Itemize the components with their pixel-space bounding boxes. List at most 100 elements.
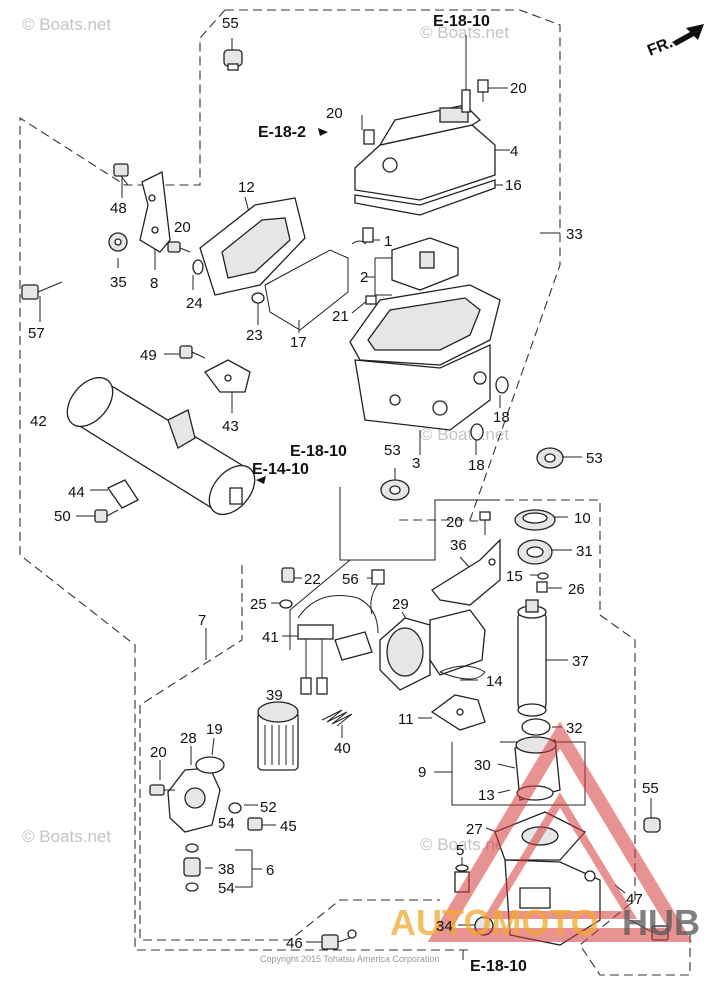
part-57-bolt	[21, 281, 63, 300]
reference-e-14-10: E-14-10	[252, 461, 309, 478]
part-29-regulator	[379, 609, 486, 691]
callout-c8: 8	[150, 275, 158, 292]
part-10-cap	[514, 509, 556, 531]
callout-c2: 2	[360, 269, 368, 286]
part-26-bushing	[536, 581, 548, 593]
front-direction-indicator: FR.	[645, 24, 704, 60]
callout-c29: 29	[392, 596, 409, 613]
part-56-connector	[370, 569, 385, 615]
bracket-lines	[235, 257, 586, 888]
callout-c20a: 20	[510, 80, 527, 97]
callout-c30: 30	[474, 757, 491, 774]
reference-arrow-icon-2	[256, 476, 266, 484]
callout-c53b: 53	[586, 450, 603, 467]
part-2-sensor	[391, 237, 459, 291]
part-1-clip	[351, 227, 374, 245]
callout-c17: 17	[290, 334, 307, 351]
callout-c18a: 18	[493, 409, 510, 426]
part-42-cylinder	[66, 376, 256, 516]
callout-c18b: 18	[468, 457, 485, 474]
callout-c34: 34	[436, 918, 453, 935]
part-25-washer	[279, 599, 293, 609]
part-37-pump	[517, 599, 547, 717]
callout-c22: 22	[304, 571, 321, 588]
front-arrow-icon	[672, 24, 704, 46]
callout-c35: 35	[110, 274, 127, 291]
callout-c55b: 55	[642, 780, 659, 797]
part-52-washer	[228, 802, 242, 814]
callout-c41: 41	[262, 629, 279, 646]
part-8-bracket	[139, 171, 171, 253]
part-3-separator	[349, 284, 501, 431]
assembly-outline-33	[19, 9, 561, 951]
callout-c13: 13	[478, 787, 495, 804]
copyright-text: Copyright 2015 Tohatsu America Corporati…	[260, 954, 439, 964]
front-label: FR.	[645, 34, 675, 59]
callout-c28: 28	[180, 730, 197, 747]
callout-c55a: 55	[222, 15, 239, 32]
part-53-grommet-a	[380, 479, 410, 501]
part-55-cap	[223, 49, 243, 71]
callout-c20e: 20	[150, 744, 167, 761]
part-31-gear	[517, 539, 553, 565]
callout-c7: 7	[198, 612, 206, 629]
callout-c9: 9	[418, 764, 426, 781]
callout-c23: 23	[246, 327, 263, 344]
watermark-boats-top-right: © Boats.net	[420, 23, 509, 42]
reference-e-18-10-bottom: E-18-10	[470, 958, 527, 975]
watermark-logo	[427, 721, 693, 942]
part-53-grommet-b	[536, 447, 564, 469]
callout-c40: 40	[334, 740, 351, 757]
callout-c50: 50	[54, 508, 71, 525]
part-24-washer	[192, 259, 204, 275]
part-21-screw	[365, 295, 377, 305]
part-49-screw	[179, 345, 206, 359]
part-39-filter	[257, 701, 299, 771]
callout-c19: 19	[206, 721, 223, 738]
callout-c45: 45	[280, 818, 297, 835]
part-35-grommet	[108, 232, 128, 252]
callout-c11: 11	[398, 711, 414, 728]
callout-c53a: 53	[384, 442, 401, 459]
callout-c37: 37	[572, 653, 589, 670]
callout-c24: 24	[186, 295, 203, 312]
callout-c20c: 20	[174, 219, 191, 236]
callout-c10: 10	[574, 510, 591, 527]
callout-c36: 36	[450, 537, 467, 554]
watermark-logo-text-b: HUB	[622, 902, 700, 943]
callout-c57: 57	[28, 325, 45, 342]
part-16-gasket	[354, 179, 496, 216]
callout-c14: 14	[486, 673, 503, 690]
part-15-ring	[537, 572, 549, 580]
part-54-oring-a	[185, 843, 199, 853]
reference-e-18-10-top: E-18-10	[433, 13, 490, 30]
part-32-ring	[521, 718, 551, 736]
part-44-pad	[107, 479, 139, 509]
part-20-screw-lower	[149, 784, 175, 796]
reference-arrow-icon	[318, 128, 328, 136]
part-43-clamp	[204, 359, 251, 393]
callout-c44: 44	[68, 484, 85, 501]
part-41-harness	[297, 595, 379, 695]
callout-c16: 16	[505, 177, 522, 194]
part-18-oring-b	[470, 423, 484, 441]
callout-c4: 4	[510, 143, 518, 160]
callout-c38: 38	[218, 861, 235, 878]
callout-c20b: 20	[326, 105, 343, 122]
part-28-housing	[167, 756, 225, 833]
reference-e-18-10-mid: E-18-10	[290, 443, 347, 460]
watermark-logo-text-a: AUTOMOTO	[390, 902, 599, 943]
callout-c54a: 54	[218, 815, 235, 832]
callout-c43: 43	[222, 418, 239, 435]
callout-c20d: 20	[446, 514, 463, 531]
part-20-screw-mid	[479, 511, 491, 535]
part-20-screw-left	[167, 241, 191, 253]
callout-c25: 25	[250, 596, 267, 613]
part-40-spring	[321, 709, 353, 727]
callout-c21: 21	[332, 308, 349, 325]
part-20-bolt-top	[477, 79, 489, 102]
callout-c46: 46	[286, 935, 303, 952]
part-36-bracket	[431, 538, 501, 606]
callout-c27: 27	[466, 821, 483, 838]
